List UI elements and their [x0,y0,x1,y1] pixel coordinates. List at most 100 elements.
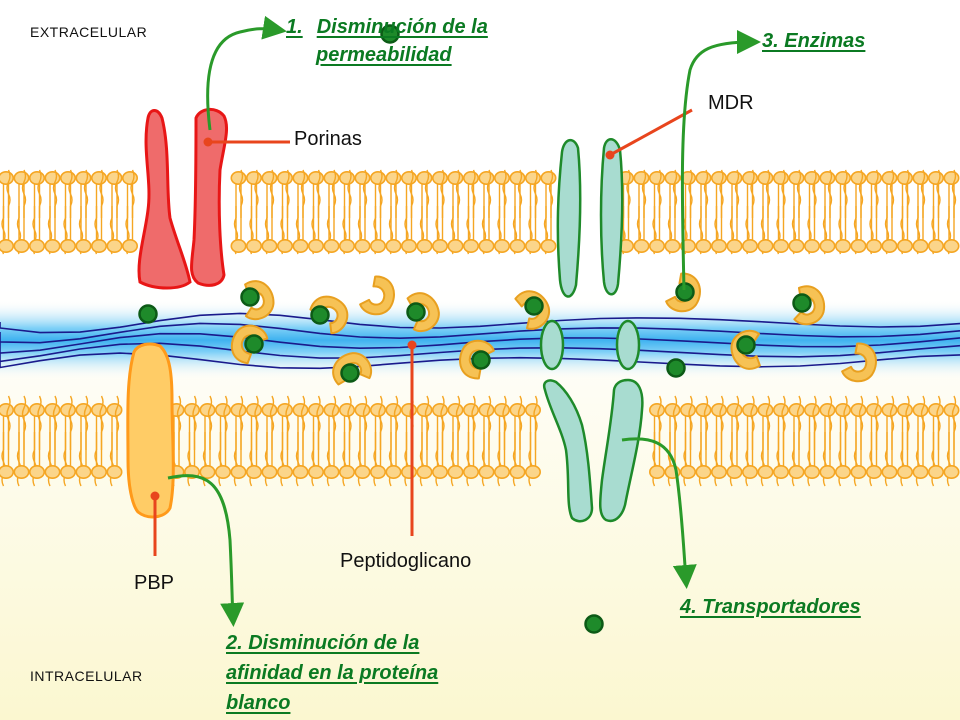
lipid-head [772,239,789,254]
extracellular-label: EXTRACELULAR [30,24,148,40]
lipid-head [772,402,789,417]
lipid-head [834,171,851,186]
porinas-label: Porinas [294,128,362,150]
lipid-head [400,239,417,254]
lipid-head [819,239,836,254]
lipid-head [757,239,774,254]
mechanism-2-line3: blanco [226,692,291,714]
lipid-head [633,171,650,186]
lipid-head [741,239,758,254]
lipid-head [44,239,61,254]
lipid-head [850,239,867,254]
lipid-head [741,464,758,479]
peptidoglycan-strand [0,342,960,363]
mdr-transporter [539,138,644,523]
lipid-head [13,464,30,479]
lipid-head [431,464,448,479]
porin-right [190,108,228,287]
lipid-head [75,239,92,254]
lipid-head [509,464,526,479]
lipid-head [91,402,108,417]
lipid-head [788,171,805,186]
pointer-endpoints [150,137,615,501]
lipid-head [400,171,417,186]
lipid-head [478,464,495,479]
lipid-head [896,171,913,186]
enzyme-icon [359,275,395,316]
lipid-head [59,171,76,186]
lipid-head [307,402,324,417]
lipid-head [369,402,386,417]
lipid-head [230,402,247,417]
lipid-head [416,464,433,479]
lipid-head [199,402,216,417]
porin-protein [137,108,228,290]
lipid-head [881,239,898,254]
lipid-head [215,402,232,417]
peptidoglycan-strands [0,312,960,370]
lipid-head [834,402,851,417]
lipid-head [803,464,820,479]
antibiotic-dot-icon [584,614,604,634]
lipid-head [865,171,882,186]
lipid-head [230,464,247,479]
lipid-head [912,402,929,417]
lipid-head [385,171,402,186]
lipid-head [106,239,123,254]
lipid-head [184,402,201,417]
lipid-head [385,464,402,479]
lipid-head [943,171,960,186]
lipid-head [819,464,836,479]
lipid-head [695,171,712,186]
lipid-head [881,171,898,186]
lipid-head [819,402,836,417]
lipid-head [509,402,526,417]
mechanism-2-line2: afinidad en la proteína [226,662,439,684]
lipid-head [91,464,108,479]
lipid-head [44,464,61,479]
mdr-label: MDR [708,92,754,114]
lipid-head [431,402,448,417]
enzyme-icon [841,342,877,383]
peptidoglycan-strand [0,322,960,344]
lipid-head [28,464,45,479]
antibiotic-dot-icon [340,363,360,383]
lipid-head [28,171,45,186]
lipid-head [13,239,30,254]
lipid-head [865,464,882,479]
lipid-head [710,171,727,186]
lipid-head [261,239,278,254]
lipid-head [834,239,851,254]
lipid-head [338,464,355,479]
lipid-head [91,171,108,186]
lipid-head [726,239,743,254]
mechanism-1-line2: permeabilidad [316,44,452,66]
lipid-head [75,171,92,186]
intracellular-label: INTRACELULAR [30,668,143,684]
lipid-head [726,464,743,479]
lipid-head [323,402,340,417]
lipid-head [648,402,665,417]
lipid-head [447,171,464,186]
lipid-head [943,464,960,479]
antibiotic-dot-icon [380,24,400,44]
mechanism-4-label: 4. Transportadores [680,596,861,618]
lipid-head [106,464,123,479]
lipid-head [540,239,557,254]
lipid-head [276,239,293,254]
lipid-head [416,402,433,417]
arrow-permeability [206,15,287,131]
lipid-head [369,171,386,186]
antibiotic-dot-icon [244,334,264,354]
lipid-head [369,464,386,479]
lipid-head [28,402,45,417]
lipid-head [276,402,293,417]
lipid-head [385,402,402,417]
lipid-head [307,171,324,186]
pointer-lines [153,108,693,556]
lipid-head [215,464,232,479]
lipid-head [354,239,371,254]
antibiotic-dot-icon [666,358,686,378]
lipid-head [447,402,464,417]
lipid-head [493,171,510,186]
